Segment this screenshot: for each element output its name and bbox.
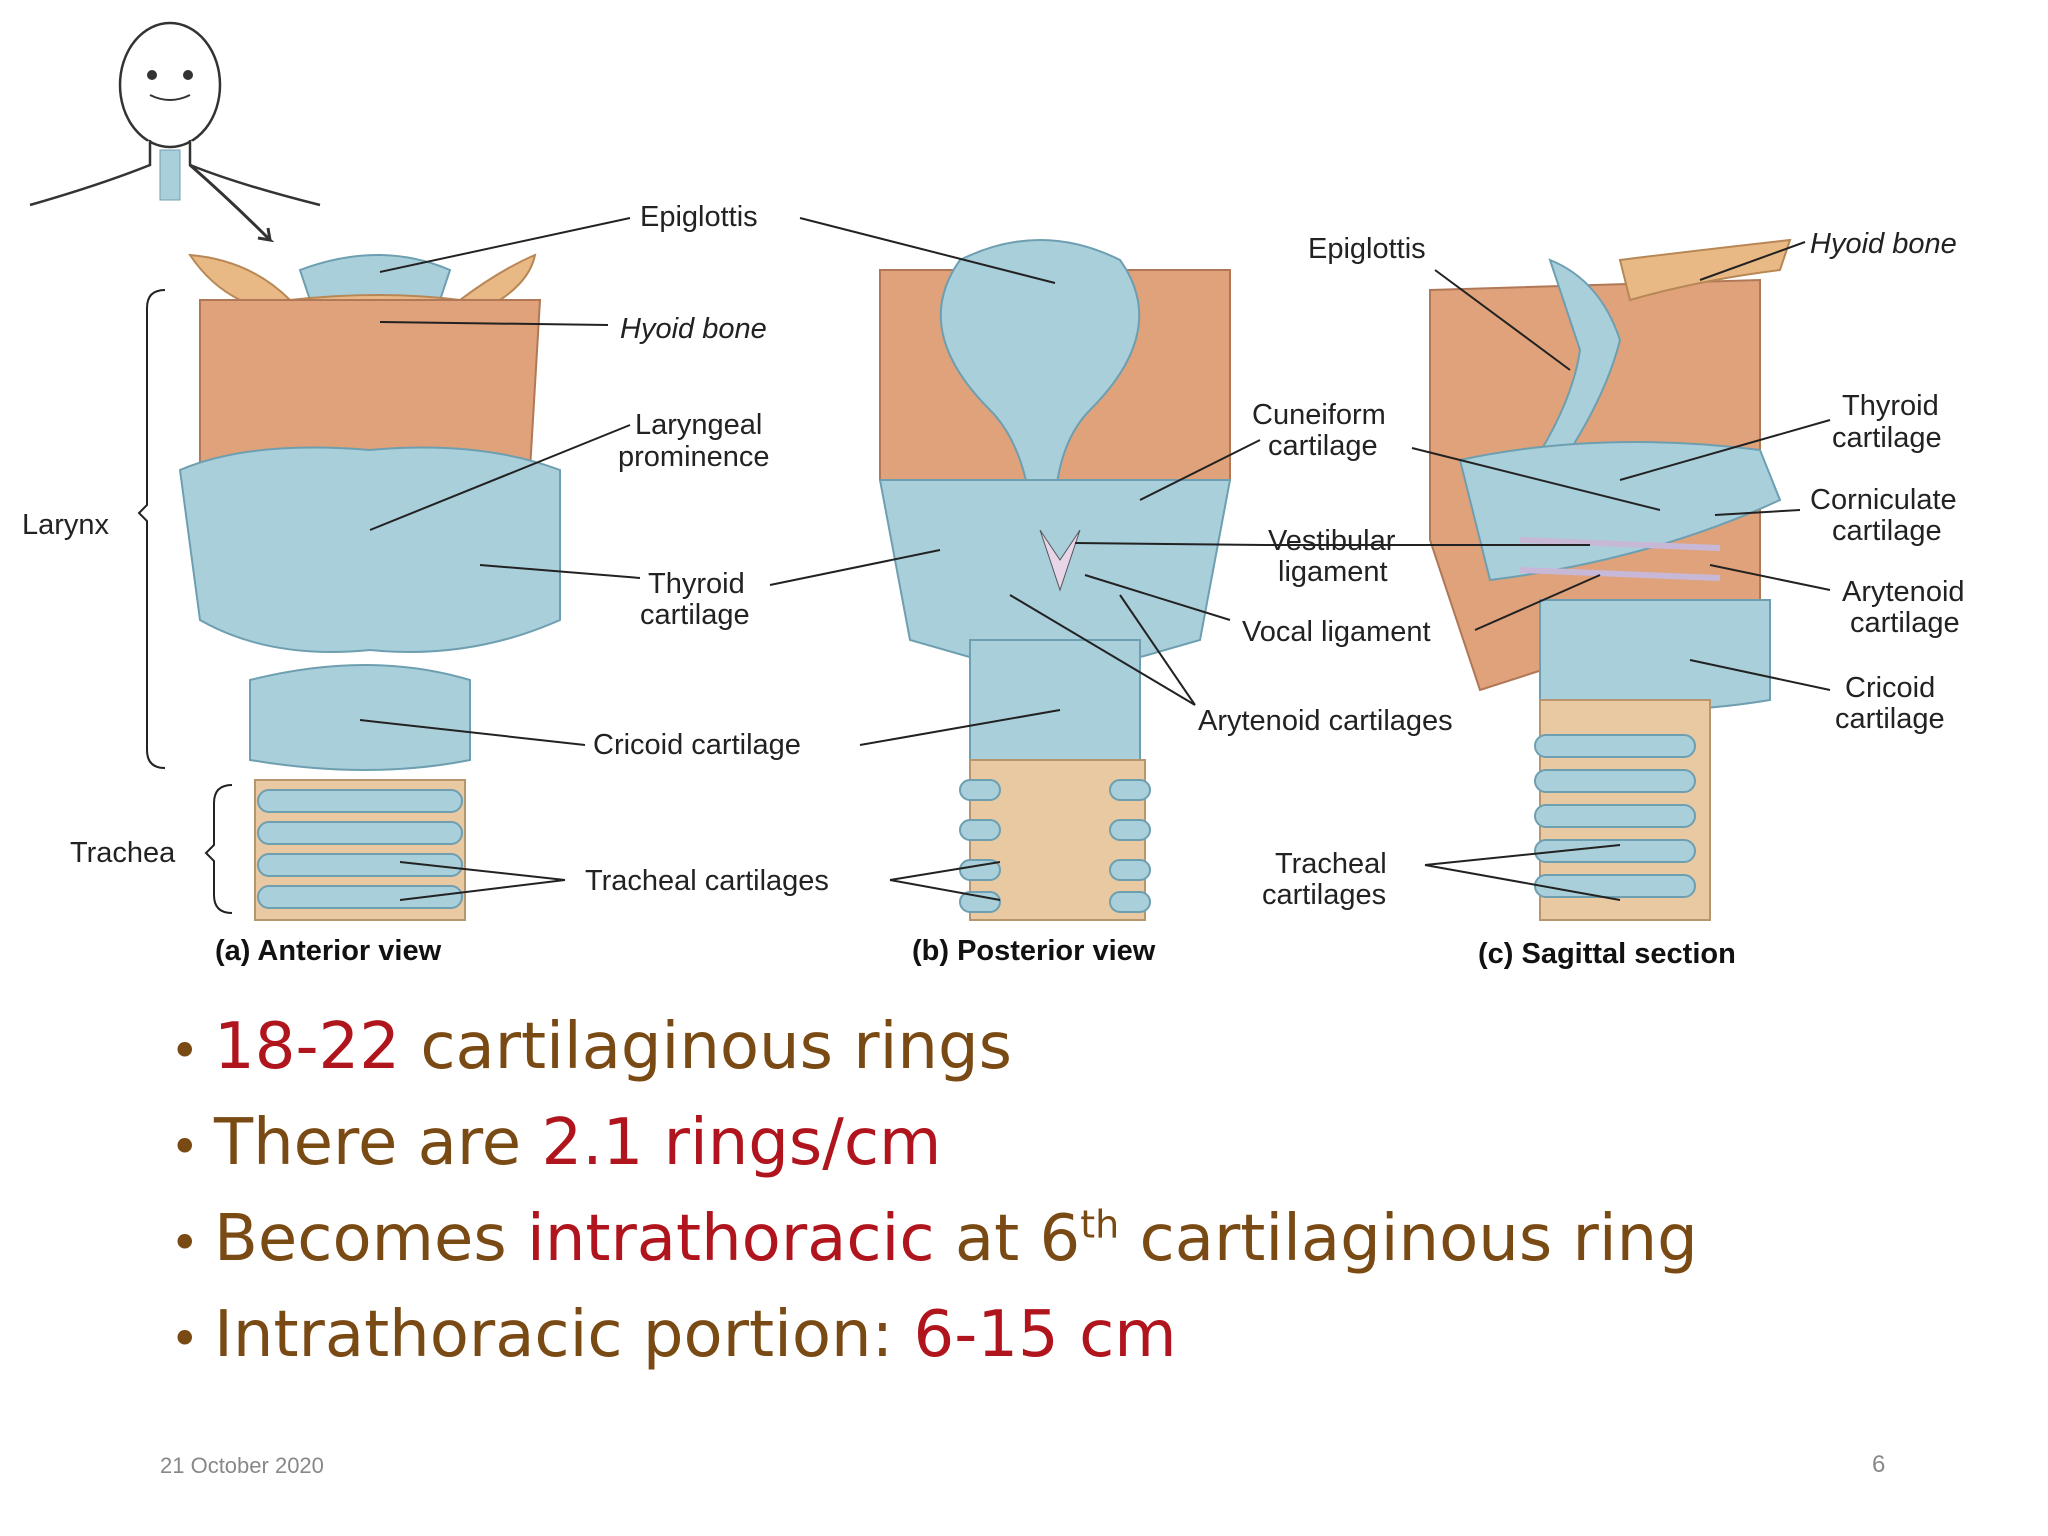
label-hyoid-bone-c: Hyoid bone (1810, 228, 1957, 260)
bullet-item: •18-22 cartilaginous rings (170, 1010, 1970, 1106)
label-epiglottis-c: Epiglottis (1308, 233, 1426, 265)
trachea-bracket (204, 784, 233, 914)
page-number: 6 (1872, 1451, 1886, 1478)
label-vocal-ligament: Vocal ligament (1242, 616, 1431, 648)
bullet-text: Becomes intrathoracic at 6th cartilagino… (214, 1202, 1698, 1276)
bullet-fragment: th (1080, 1202, 1120, 1247)
label-cuneiform-2: cartilage (1268, 430, 1378, 462)
label-tracheal-c-2: cartilages (1262, 879, 1386, 911)
label-corniculate-1: Corniculate (1810, 484, 1957, 516)
footer-date: 21 October 2020 (160, 1453, 324, 1478)
label-vestibular-1: Vestibular (1268, 525, 1396, 557)
label-cuneiform-1: Cuneiform (1252, 399, 1386, 431)
bullet-dot-icon: • (170, 1214, 200, 1272)
label-vestibular-2: ligament (1278, 556, 1388, 588)
label-thyroid-2: cartilage (640, 599, 750, 631)
larynx-anatomy-figure: Epiglottis Hyoid bone Laryngeal prominen… (22, 21, 1965, 970)
bullet-item: •Intrathoracic portion: 6-15 cm (170, 1298, 1970, 1394)
label-trachea: Trachea (70, 837, 176, 869)
caption-sagittal: (c) Sagittal section (1478, 938, 1736, 970)
bullet-fragment: Becomes (214, 1202, 528, 1276)
bullet-highlight: 18-22 (214, 1010, 400, 1084)
bullet-fragment: cartilaginous ring (1119, 1202, 1698, 1276)
anterior-view-drawing (178, 253, 561, 921)
bullet-highlight: 6-15 cm (913, 1298, 1177, 1372)
bullet-highlight: intrathoracic (527, 1202, 935, 1276)
label-thyroid-c-2: cartilage (1832, 422, 1942, 454)
bullet-highlight: 2.1 rings/cm (541, 1106, 942, 1180)
bullet-text: Intrathoracic portion: 6-15 cm (214, 1298, 1177, 1372)
label-tracheal-c-1: Tracheal (1275, 848, 1387, 880)
caption-posterior: (b) Posterior view (912, 935, 1156, 967)
label-thyroid-c-1: Thyroid (1842, 390, 1939, 422)
bullet-fragment: Intrathoracic portion: (214, 1298, 914, 1372)
bullet-dot-icon: • (170, 1022, 200, 1080)
label-cricoid-c-2: cartilage (1835, 703, 1945, 735)
larynx-bracket (137, 289, 166, 769)
label-arytenoid-c-2: cartilage (1850, 607, 1960, 639)
label-laryngeal-2: prominence (618, 441, 770, 473)
leader-lines (359, 217, 1831, 901)
label-cricoid: Cricoid cartilage (593, 729, 801, 761)
label-arytenoid-c-1: Arytenoid (1842, 576, 1965, 608)
label-epiglottis: Epiglottis (640, 201, 758, 233)
head-inset-icon (29, 21, 321, 243)
label-tracheal-cartilages: Tracheal cartilages (585, 865, 829, 897)
label-corniculate-2: cartilage (1832, 515, 1942, 547)
posterior-view-drawing (878, 239, 1232, 921)
bullet-text: 18-22 cartilaginous rings (214, 1010, 1012, 1084)
bullet-text: There are 2.1 rings/cm (214, 1106, 941, 1180)
bullet-dot-icon: • (170, 1118, 200, 1176)
bullet-item: •Becomes intrathoracic at 6th cartilagin… (170, 1202, 1970, 1298)
bullet-fragment: There are (214, 1106, 542, 1180)
label-larynx: Larynx (22, 509, 110, 541)
label-laryngeal-1: Laryngeal (635, 409, 762, 441)
bullet-list: •18-22 cartilaginous rings•There are 2.1… (170, 1010, 1970, 1394)
caption-anterior: (a) Anterior view (215, 935, 442, 967)
bullet-dot-icon: • (170, 1310, 200, 1368)
label-arytenoid-cartilages: Arytenoid cartilages (1198, 705, 1453, 737)
bullet-fragment: at 6 (934, 1202, 1081, 1276)
label-cricoid-c-1: Cricoid (1845, 672, 1935, 704)
bullet-item: •There are 2.1 rings/cm (170, 1106, 1970, 1202)
label-hyoid-bone: Hyoid bone (620, 313, 767, 345)
bullet-fragment: cartilaginous rings (399, 1010, 1012, 1084)
sagittal-section-drawing (1429, 238, 1792, 921)
label-thyroid-1: Thyroid (648, 568, 745, 600)
